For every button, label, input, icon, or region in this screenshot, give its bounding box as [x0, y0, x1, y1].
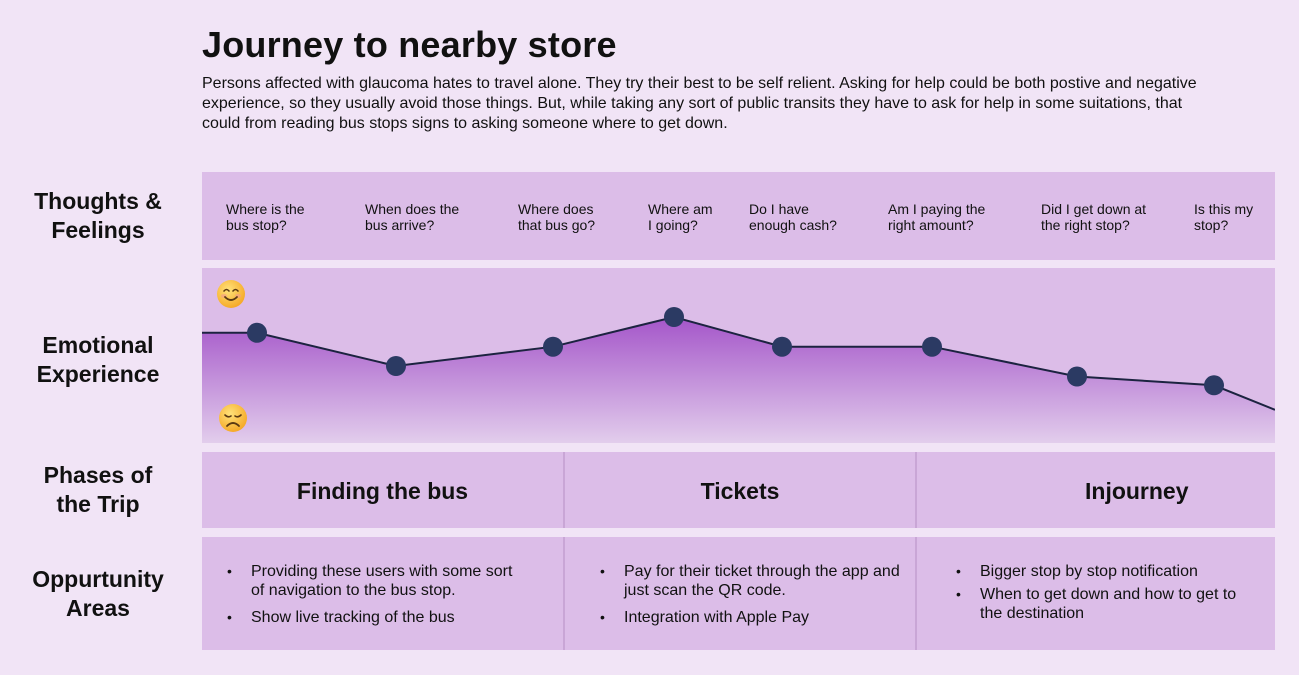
thought-item: Did I get down at the right stop?	[1041, 201, 1147, 233]
emotion-point	[664, 307, 684, 327]
emotion-area	[202, 317, 1275, 443]
opportunity-panel: Providing these users with some sort of …	[202, 537, 1275, 650]
thought-item: Am I paying the right amount?	[888, 201, 986, 233]
opportunity-item: Bigger stop by stop notification	[956, 562, 1246, 581]
opportunity-item: When to get down and how to get to the d…	[956, 585, 1246, 623]
emotion-point	[922, 336, 942, 357]
row-label-emotion: Emotional Experience	[36, 332, 160, 387]
emotion-point	[543, 336, 563, 357]
thought-item: Where is the bus stop?	[226, 201, 305, 233]
emotion-curve	[202, 307, 1275, 443]
smiling-face-icon	[217, 280, 245, 308]
page-description: Persons affected with glaucoma hates to …	[202, 75, 1197, 132]
disappointed-face-icon	[219, 404, 247, 432]
opportunity-item: Pay for their ticket through the app and…	[600, 562, 900, 600]
opportunity-cell: Providing these users with some sort of …	[202, 537, 565, 650]
row-label-thoughts: Thoughts & Feelings	[34, 188, 162, 243]
row-label-opportunity: Oppurtunity Areas	[32, 566, 164, 621]
thought-item: When does the bus arrive?	[365, 201, 460, 233]
opportunity-cell: Pay for their ticket through the app and…	[565, 537, 917, 650]
opportunity-list: Providing these users with some sort of …	[227, 562, 527, 635]
phase-label: Finding the bus	[296, 478, 469, 504]
thought-item: Is this my stop?	[1194, 201, 1254, 233]
phase-cell: Tickets	[565, 452, 917, 528]
emotion-line	[202, 315, 1275, 411]
opportunity-cell: Bigger stop by stop notification When to…	[917, 537, 1275, 650]
opportunity-list: Pay for their ticket through the app and…	[600, 562, 900, 635]
phases-panel: Finding the bus Tickets Injourney	[202, 452, 1275, 528]
emotion-point	[1204, 375, 1224, 396]
page-title: Journey to nearby store	[202, 24, 617, 65]
opportunity-item: Integration with Apple Pay	[600, 608, 900, 627]
emotion-point	[386, 356, 406, 376]
emotion-panel	[202, 268, 1275, 443]
thought-item: Where am I going?	[648, 201, 713, 233]
row-label-phases: Phases of the Trip	[43, 462, 153, 517]
opportunity-item: Show live tracking of the bus	[227, 608, 527, 627]
emotion-point	[247, 322, 267, 343]
emotion-point	[772, 336, 792, 357]
opportunity-item: Providing these users with some sort of …	[227, 562, 527, 600]
phase-label: Injourney	[1085, 478, 1189, 504]
opportunity-list: Bigger stop by stop notification When to…	[956, 562, 1246, 631]
emotion-point	[1067, 366, 1087, 387]
phase-cell: Finding the bus	[202, 452, 565, 528]
phase-label: Tickets	[700, 478, 780, 504]
thought-item: Where does that bus go?	[518, 201, 596, 233]
phase-cell: Injourney	[917, 452, 1275, 528]
thought-item: Do I have enough cash?	[749, 201, 837, 233]
thoughts-panel: Where is the bus stop? When does the bus…	[202, 172, 1275, 260]
